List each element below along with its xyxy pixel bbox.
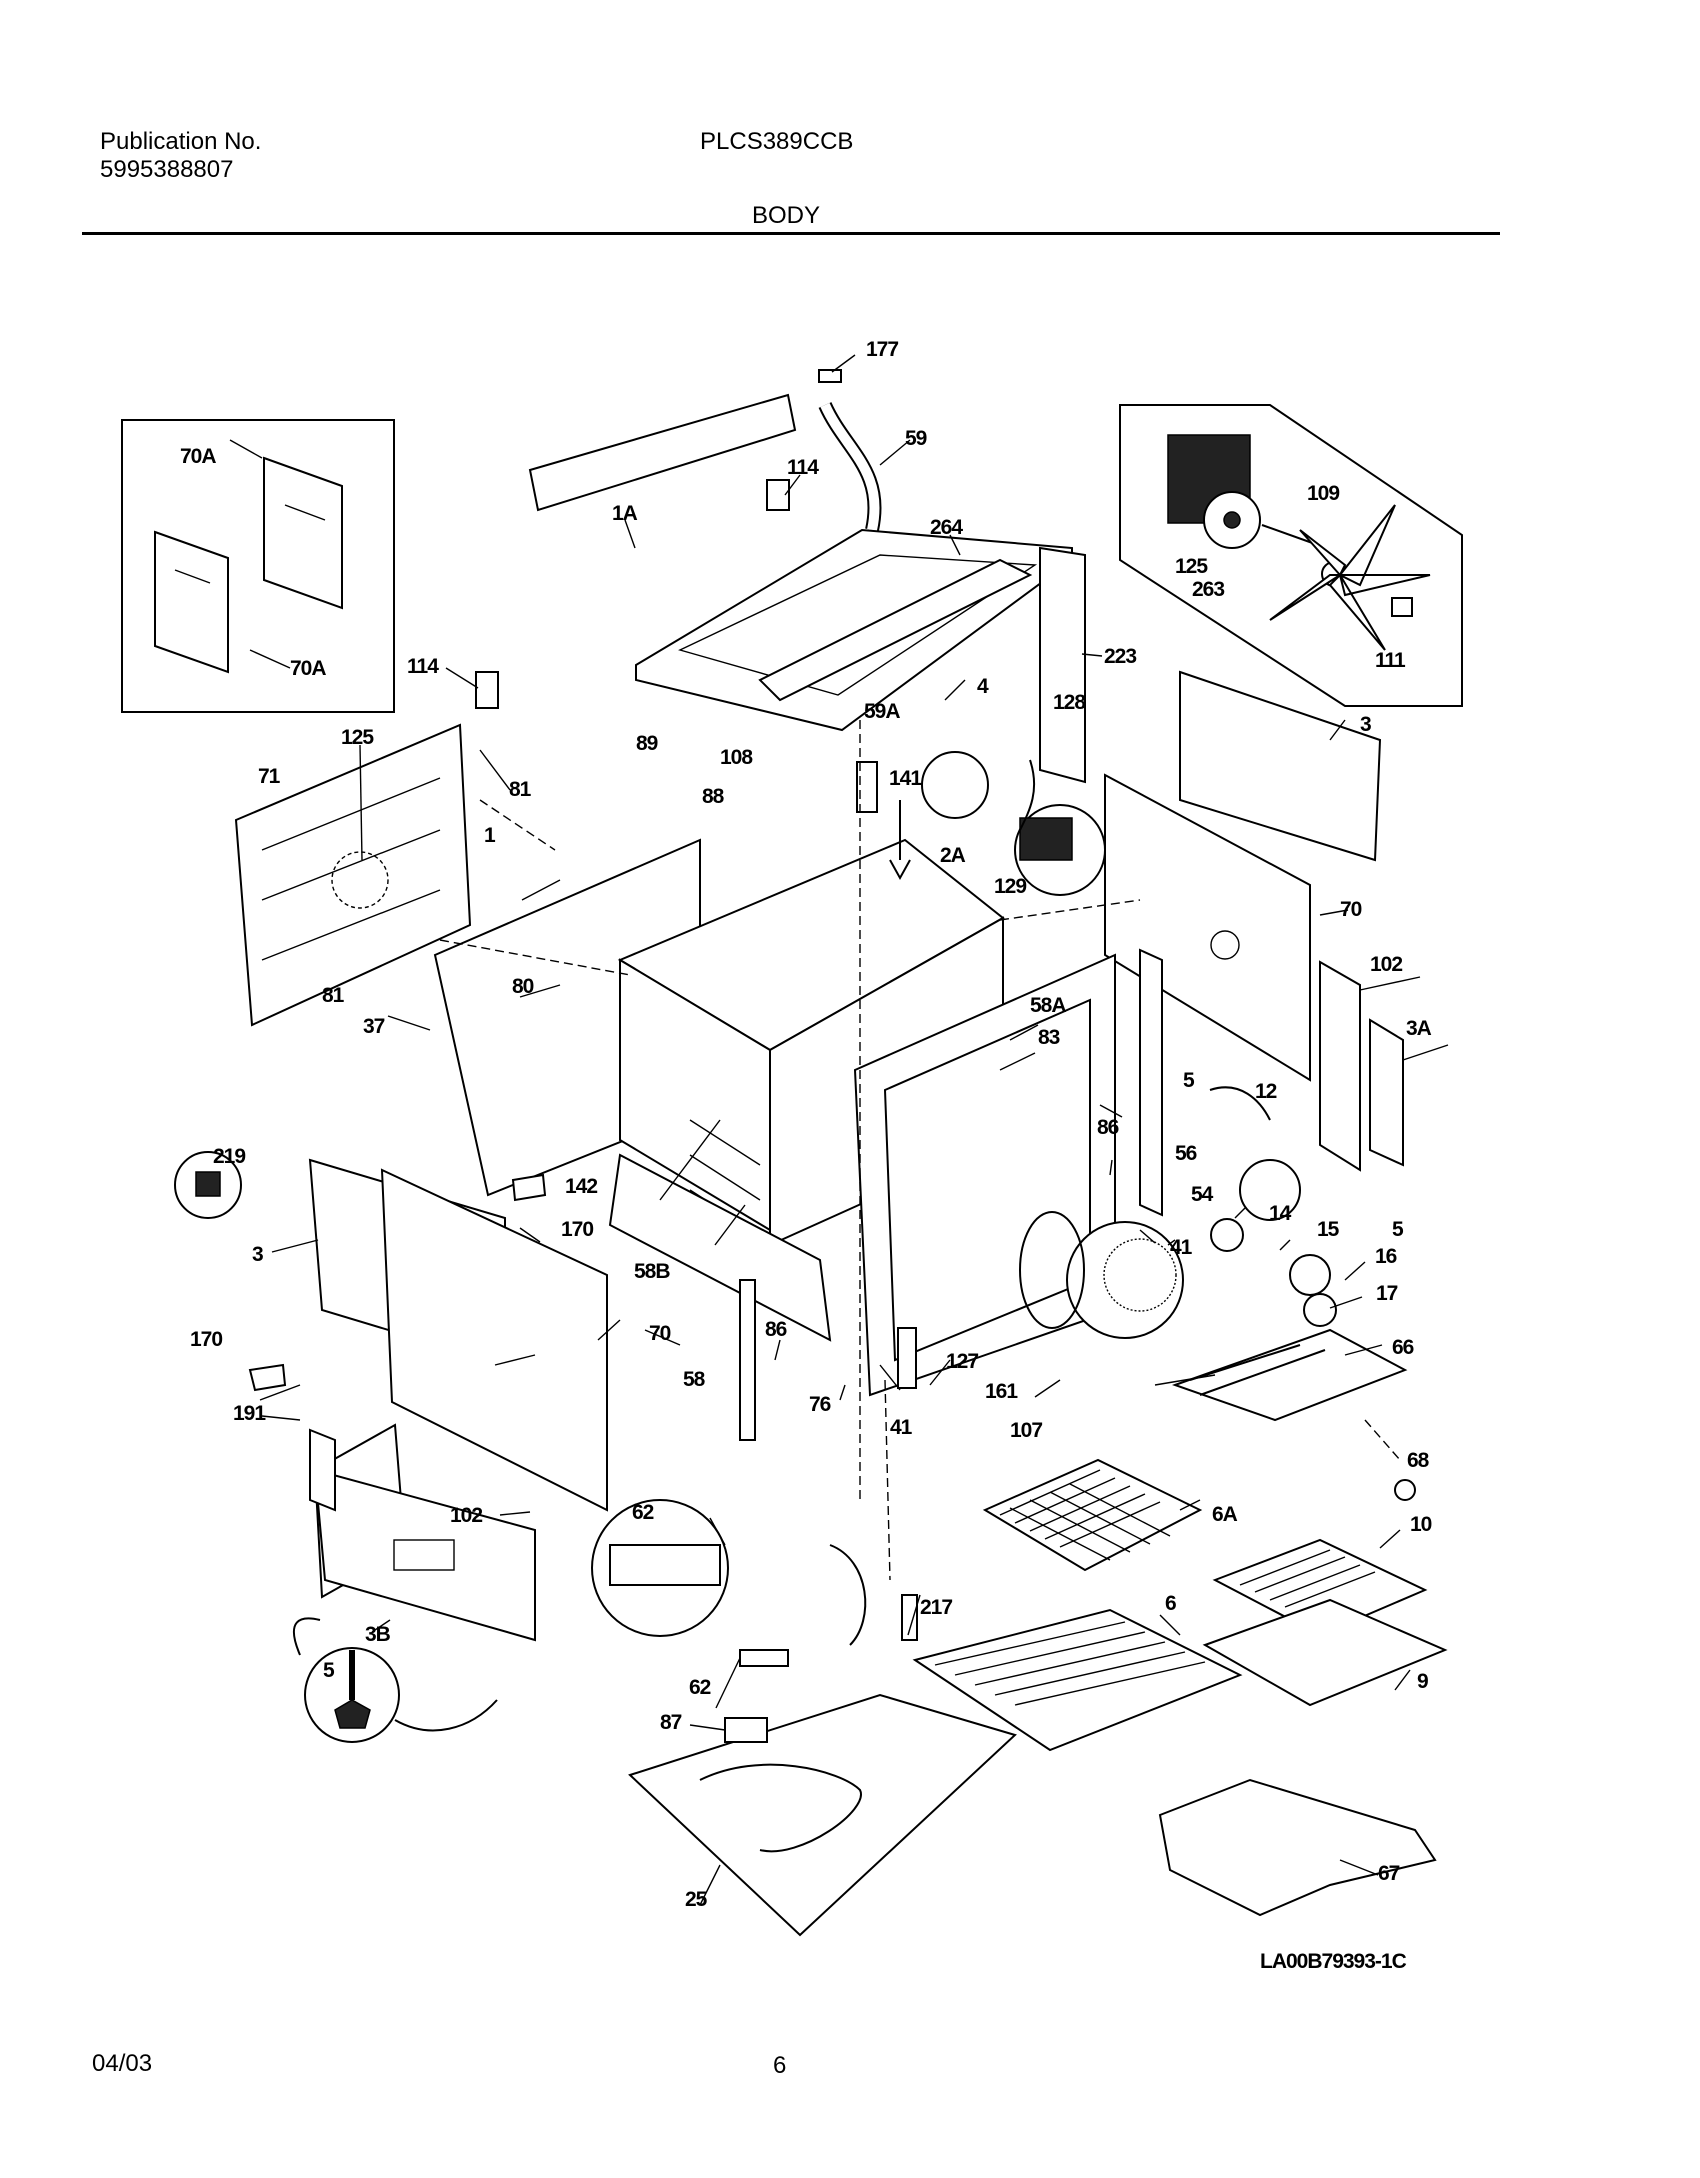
leader-lines xyxy=(229,354,1449,1906)
callout-114: 114 xyxy=(407,655,439,678)
callout-9: 9 xyxy=(1417,1670,1428,1693)
callout-127: 127 xyxy=(946,1350,978,1373)
callout-161: 161 xyxy=(985,1380,1018,1403)
callout-125: 125 xyxy=(341,726,374,749)
drawing-id: LA00B79393-1C xyxy=(1260,1950,1407,1973)
callout-56: 56 xyxy=(1175,1142,1197,1165)
callout-2a: 2A xyxy=(940,844,966,867)
inset-convection-fan xyxy=(1119,404,1463,707)
callout-12: 12 xyxy=(1255,1080,1277,1103)
part-callouts: 177591141A264223411470A70A12510926311112… xyxy=(180,338,1433,1911)
header-rule xyxy=(82,232,1500,235)
callout-170: 170 xyxy=(190,1328,222,1351)
callout-66: 66 xyxy=(1392,1336,1414,1359)
callout-107: 107 xyxy=(1010,1419,1042,1442)
callout-58: 58 xyxy=(683,1368,706,1391)
callout-111: 111 xyxy=(1375,649,1406,672)
callout-217: 217 xyxy=(920,1596,952,1619)
callout-128: 128 xyxy=(1053,691,1086,714)
callout-58a: 58A xyxy=(1030,994,1066,1017)
callout-87: 87 xyxy=(660,1711,682,1734)
callout-70: 70 xyxy=(649,1322,671,1345)
callout-3b: 3B xyxy=(365,1623,391,1646)
assembly-arrows xyxy=(293,759,1271,1732)
callout-58b: 58B xyxy=(634,1260,670,1283)
callout-109: 109 xyxy=(1307,482,1339,505)
racks-and-elements xyxy=(628,1211,1448,1937)
callout-25: 25 xyxy=(685,1888,708,1911)
footer-date: 04/03 xyxy=(92,2050,153,2077)
callout-89: 89 xyxy=(636,732,658,755)
callout-6a: 6A xyxy=(1212,1503,1238,1526)
callout-5: 5 xyxy=(1183,1069,1195,1092)
callout-102: 102 xyxy=(1370,953,1402,976)
dashed-assembly-lines xyxy=(439,720,1401,1581)
callout-3a: 3A xyxy=(1406,1017,1432,1040)
callout-80: 80 xyxy=(512,975,534,998)
callout-68: 68 xyxy=(1407,1449,1430,1472)
callout-41: 41 xyxy=(1170,1236,1193,1259)
page-number: 6 xyxy=(773,2052,787,2079)
callout-10: 10 xyxy=(1410,1513,1432,1536)
callout-54: 54 xyxy=(1191,1183,1214,1206)
detail-circles xyxy=(304,1499,789,1743)
callout-59a: 59A xyxy=(864,700,900,723)
callout-59: 59 xyxy=(905,427,927,450)
callout-86: 86 xyxy=(1097,1116,1119,1139)
callout-102: 102 xyxy=(450,1504,482,1527)
model-number: PLCS389CCB xyxy=(700,128,854,155)
publication-number: 5995388807 xyxy=(100,156,234,183)
callout-70: 70 xyxy=(1340,898,1362,921)
callout-70a: 70A xyxy=(290,657,326,680)
lower-left-panels xyxy=(308,1158,608,1642)
callout-1: 1 xyxy=(484,824,496,847)
callout-76: 76 xyxy=(809,1393,831,1416)
right-side-panels xyxy=(1104,670,1404,1217)
top-assembly xyxy=(475,369,1086,784)
callout-37: 37 xyxy=(363,1015,385,1038)
callout-62: 62 xyxy=(689,1676,711,1699)
callout-170: 170 xyxy=(561,1218,593,1241)
callout-15: 15 xyxy=(1317,1218,1340,1241)
callout-125: 125 xyxy=(1175,555,1208,578)
callout-88: 88 xyxy=(702,785,725,808)
callout-5: 5 xyxy=(323,1659,335,1682)
oven-cavity xyxy=(433,838,1116,1397)
callout-5: 5 xyxy=(1392,1218,1404,1241)
callout-41: 41 xyxy=(890,1416,913,1439)
callout-108: 108 xyxy=(720,746,753,769)
callout-14: 14 xyxy=(1269,1202,1292,1225)
callout-83: 83 xyxy=(1038,1026,1060,1049)
callout-86: 86 xyxy=(765,1318,787,1341)
callout-17: 17 xyxy=(1376,1282,1398,1305)
callout-114: 114 xyxy=(787,456,819,479)
callout-70a: 70A xyxy=(180,445,216,468)
callout-129: 129 xyxy=(994,875,1026,898)
callout-62: 62 xyxy=(632,1501,654,1524)
callout-81: 81 xyxy=(509,778,532,801)
inset-side-panels xyxy=(121,419,395,713)
callout-177: 177 xyxy=(866,338,898,361)
callout-191: 191 xyxy=(233,1402,266,1425)
callout-219: 219 xyxy=(213,1145,245,1168)
callout-6: 6 xyxy=(1165,1592,1176,1615)
callout-3: 3 xyxy=(1360,713,1371,736)
callout-3: 3 xyxy=(252,1243,263,1266)
callout-4: 4 xyxy=(977,675,989,698)
callout-264: 264 xyxy=(930,516,963,539)
section-title: BODY xyxy=(752,202,821,229)
misc-small-parts xyxy=(174,751,1416,1641)
callout-67: 67 xyxy=(1378,1862,1400,1885)
callout-16: 16 xyxy=(1375,1245,1397,1268)
callout-223: 223 xyxy=(1104,645,1136,668)
callout-81: 81 xyxy=(322,984,345,1007)
callout-71: 71 xyxy=(258,765,281,788)
callout-141: 141 xyxy=(889,767,922,790)
publication-label: Publication No. xyxy=(100,128,262,155)
callout-263: 263 xyxy=(1192,578,1224,601)
callout-1a: 1A xyxy=(612,502,638,525)
left-side-panel xyxy=(234,723,472,1027)
callout-142: 142 xyxy=(565,1175,597,1198)
